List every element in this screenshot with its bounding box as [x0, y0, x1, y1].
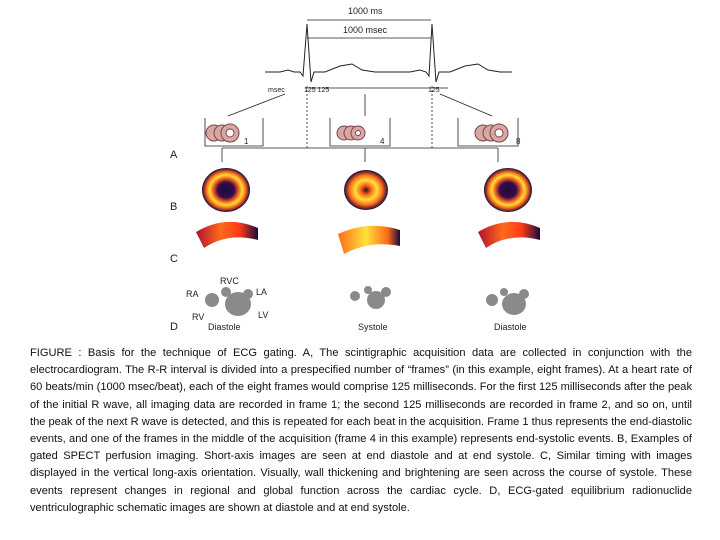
- label-lv: LV: [258, 310, 268, 320]
- row-d-ventriculography: RVC RA LA RV LV: [186, 276, 529, 332]
- msec-axis-label: msec: [268, 87, 285, 94]
- row-c-spect-long-axis: [196, 221, 540, 254]
- frame-box-8: [457, 118, 519, 147]
- frame-number-4: 4: [380, 137, 385, 146]
- ecg-waveform: [265, 23, 512, 83]
- ring-stack-4: [336, 125, 366, 141]
- ring-stack-8: [474, 123, 509, 143]
- row-label-c: C: [170, 253, 178, 265]
- arrow-to-frame-1: [227, 93, 286, 117]
- spect-vla-systole: [338, 225, 400, 254]
- row-b-spect-short-axis: [196, 165, 532, 215]
- frame-number-1: 1: [244, 137, 249, 146]
- row-label-a: A: [170, 149, 178, 161]
- tick-label-left: 125 125: [304, 87, 329, 94]
- interval-label-top: 1000 ms: [348, 6, 383, 16]
- ecg-trace-group: 1000 ms 1000 msec msec 125 125 125: [265, 6, 512, 148]
- spect-sa-systole: [344, 170, 388, 210]
- label-rvc: RVC: [220, 276, 239, 286]
- row-a-frames: 1 4 8: [204, 93, 521, 162]
- figure-caption: FIGURE : Basis for the technique of ECG …: [30, 347, 692, 514]
- row-label-d: D: [170, 321, 178, 333]
- spect-sa-diastole-8: [484, 168, 532, 212]
- chambers-diastole-1: [205, 287, 253, 316]
- frame-box-4: [329, 118, 391, 147]
- phase-label-diastole-1: Diastole: [208, 322, 241, 332]
- chambers-diastole-8: [486, 288, 529, 315]
- ecg-gating-figure: 1000 ms 1000 msec msec 125 125 125: [170, 6, 540, 333]
- frame-number-8: 8: [516, 137, 521, 146]
- label-la: LA: [256, 287, 267, 297]
- tick-label-right: 125: [428, 87, 440, 94]
- spect-vla-diastole-8: [478, 221, 540, 248]
- label-ra: RA: [186, 289, 199, 299]
- label-rv: RV: [192, 312, 204, 322]
- spect-sa-diastole-1: [202, 168, 250, 212]
- frame-box-1: [204, 118, 264, 147]
- spect-vla-diastole-1: [196, 221, 258, 248]
- interval-label-bottom: 1000 msec: [343, 25, 388, 35]
- row-label-b: B: [170, 201, 177, 213]
- ring-stack-1: [205, 123, 240, 143]
- phase-label-systole: Systole: [358, 322, 388, 332]
- phase-label-diastole-8: Diastole: [494, 322, 527, 332]
- chambers-systole: [350, 286, 391, 309]
- arrow-to-frame-8: [439, 93, 493, 117]
